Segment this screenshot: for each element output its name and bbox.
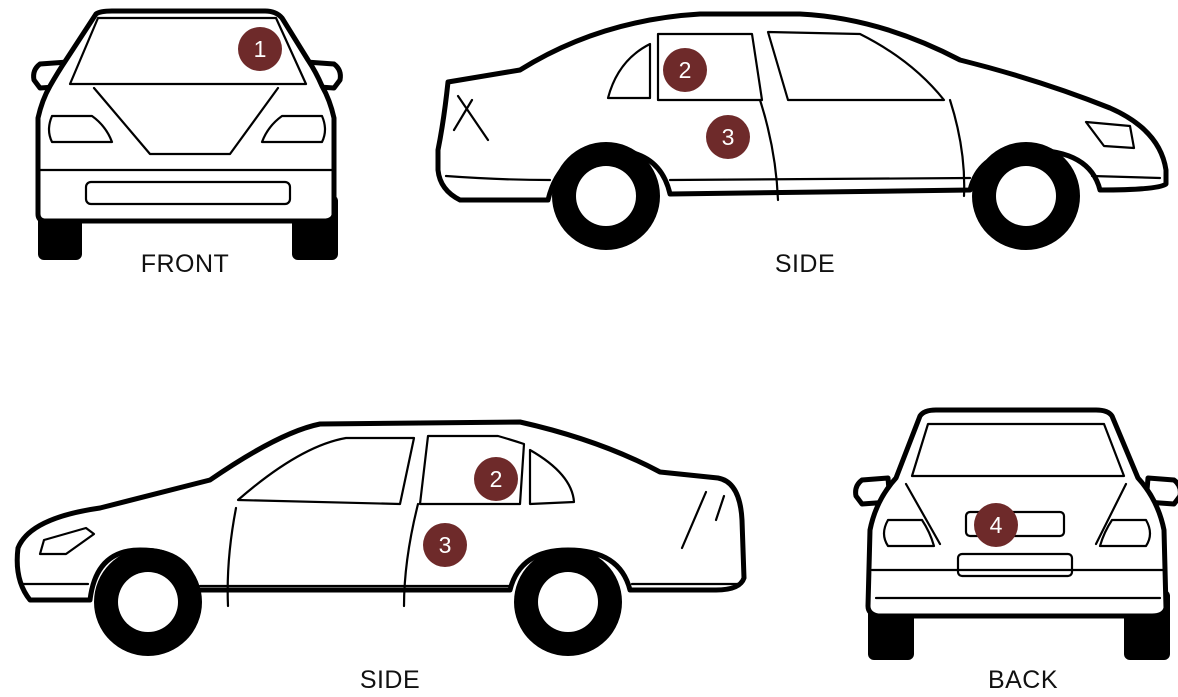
side-view-left-label: SIDE: [325, 666, 455, 695]
damage-marker-rear-door-right: 3: [706, 115, 750, 159]
damage-marker-rear-side-window-left: 2: [474, 457, 518, 501]
damage-marker-rear-side-window-right: 2: [663, 48, 707, 92]
damage-marker-rear-door-left: 3: [423, 523, 467, 567]
car-side-view-right: [420, 0, 1178, 290]
car-side-view-left: [0, 400, 760, 670]
side-view-right-label: SIDE: [740, 250, 870, 279]
damage-marker-windshield: 1: [238, 27, 282, 71]
back-view-label: BACK: [958, 666, 1088, 695]
front-view-label: FRONT: [120, 250, 250, 279]
car-front-view: [0, 0, 360, 290]
damage-marker-trunk: 4: [974, 503, 1018, 547]
